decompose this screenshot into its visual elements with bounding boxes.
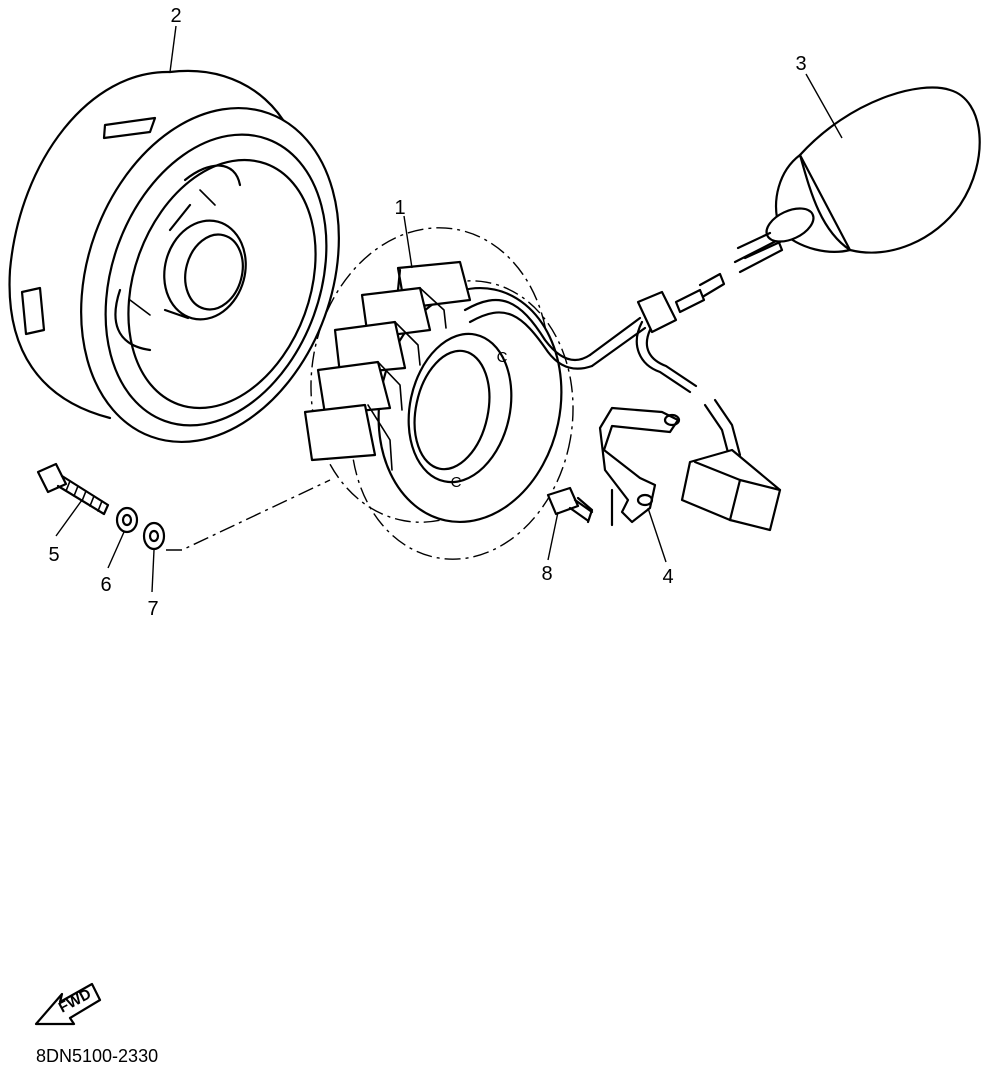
callout-5: 5 [48,544,59,566]
wire-bracket [598,406,681,527]
bolt-5 [36,462,110,516]
stator-coils [303,260,472,471]
callout-2: 2 [170,5,181,27]
stator-assembly: C C [303,227,594,560]
svg-text:C: C [451,474,462,491]
callout-8: 8 [541,563,552,585]
callout-7: 7 [147,598,158,620]
fwd-arrow-icon: FWD [34,982,102,1026]
washer-6 [115,506,139,534]
svg-text:C: C [497,349,508,366]
callout-6: 6 [100,574,111,596]
diagram-code: 8DN5100-2330 [36,1046,158,1066]
assembly-line [166,479,331,551]
wire-harness [588,238,784,532]
callout-4: 4 [662,566,673,588]
callout-1: 1 [394,197,405,219]
callout-leaders [55,25,843,593]
washer-7 [142,521,166,551]
screw-8 [546,486,594,524]
callout-3: 3 [795,53,806,75]
rotor-flywheel [8,69,340,444]
lead-cover [736,86,981,260]
